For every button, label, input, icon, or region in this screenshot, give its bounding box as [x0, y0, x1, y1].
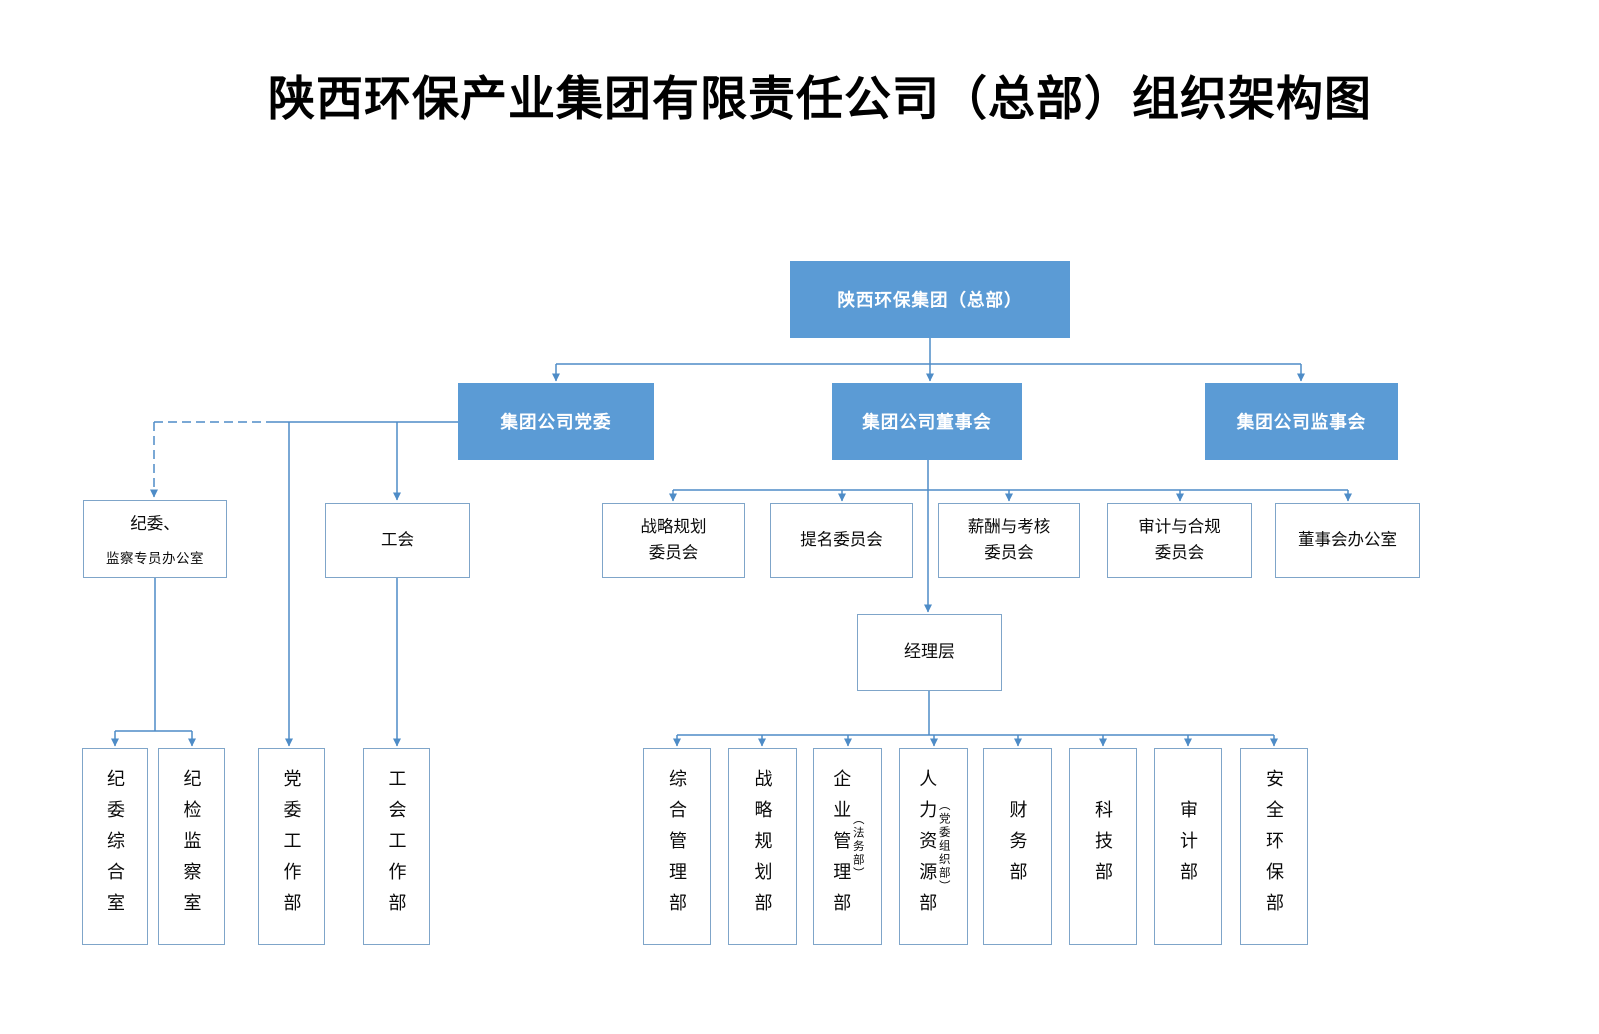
org-node-supervisory-board-label: 集团公司监事会 [1236, 412, 1367, 432]
org-node-supervisory-board: 集团公司监事会 [1205, 383, 1398, 460]
vbox-label: 工会工作部 [386, 769, 407, 924]
vbox-label: 企业管理部 [831, 769, 852, 924]
vbox-label: 纪委综合室 [105, 769, 125, 924]
org-node-audit-dept: 审计部 [1154, 748, 1222, 945]
org-node-root-label: 陕西环保集团（总部） [837, 290, 1023, 310]
org-node-management-label: 经理层 [904, 642, 955, 662]
org-node-labor-union-label: 工会 [381, 530, 414, 549]
org-node-enterprise-management-dept: 企业管理部 （法务部） [813, 748, 882, 945]
org-node-party-work-dept: 党委工作部 [258, 748, 325, 945]
committee-line: 战略规划 [640, 517, 707, 536]
committee-line: 薪酬与考核 [967, 517, 1051, 536]
org-node-discipline-general-office: 纪委综合室 [82, 748, 148, 945]
org-node-board: 集团公司董事会 [832, 383, 1022, 460]
committee-line: 委员会 [648, 543, 699, 562]
vbox-label: 人力资源部 [917, 769, 938, 924]
org-node-labor-union: 工会 [325, 503, 470, 578]
org-node-strategy-committee: 战略规划 委员会 [602, 503, 745, 578]
vbox-label: 党委工作部 [281, 769, 302, 924]
org-node-safety-environment-dept: 安全环保部 [1240, 748, 1308, 945]
vbox-label: 战略规划部 [752, 769, 773, 924]
org-node-technology-dept: 科技部 [1069, 748, 1137, 945]
org-node-board-label: 集团公司董事会 [862, 412, 992, 432]
org-node-strategic-planning-dept: 战略规划部 [728, 748, 797, 945]
vbox-label: 纪检监察室 [181, 769, 202, 924]
page-title: 陕西环保产业集团有限责任公司（总部）组织架构图 [268, 74, 1372, 126]
committee-line: 提名委员会 [800, 530, 883, 549]
vbox-sublabel: （党委组织部） [937, 799, 950, 894]
org-node-union-work-dept: 工会工作部 [363, 748, 430, 945]
org-node-discipline-office-line2: 监察专员办公室 [106, 551, 204, 567]
org-node-board-office: 董事会办公室 [1275, 503, 1420, 578]
org-node-discipline-inspection-office: 纪检监察室 [158, 748, 225, 945]
org-node-general-management-dept: 综合管理部 [643, 748, 711, 945]
vbox-label: 综合管理部 [667, 769, 687, 924]
vbox-label: 审计部 [1178, 800, 1198, 893]
org-node-audit-committee: 审计与合规 委员会 [1107, 503, 1252, 578]
committee-line: 董事会办公室 [1298, 530, 1397, 549]
committee-line: 审计与合规 [1138, 517, 1221, 536]
org-node-party-committee-label: 集团公司党委 [500, 412, 612, 432]
org-node-root: 陕西环保集团（总部） [790, 261, 1070, 338]
org-node-management: 经理层 [857, 614, 1002, 691]
vbox-label: 安全环保部 [1264, 769, 1284, 924]
org-node-nomination-committee: 提名委员会 [770, 503, 913, 578]
org-node-finance-dept: 财务部 [983, 748, 1052, 945]
org-node-party-committee: 集团公司党委 [458, 383, 654, 460]
org-node-discipline-office: 纪委、 监察专员办公室 [83, 500, 227, 578]
vbox-label: 财务部 [1007, 800, 1028, 893]
org-node-compensation-committee: 薪酬与考核 委员会 [938, 503, 1080, 578]
committee-line: 委员会 [1154, 543, 1205, 562]
org-node-human-resources-dept: 人力资源部 （党委组织部） [899, 748, 968, 945]
vbox-sublabel: （法务部） [851, 812, 864, 881]
org-node-discipline-office-line1: 纪委、 [130, 515, 180, 533]
committee-line: 委员会 [984, 543, 1034, 562]
vbox-label: 科技部 [1093, 800, 1113, 893]
